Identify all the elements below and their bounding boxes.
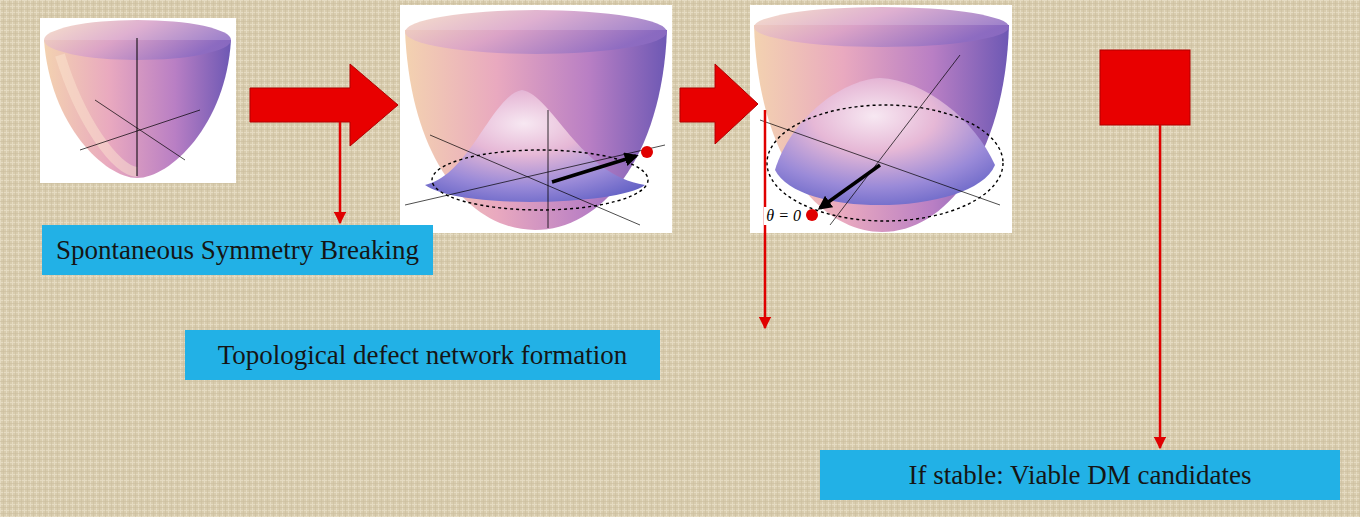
hat-surface xyxy=(405,30,667,230)
mexican-hat-figure xyxy=(400,5,672,233)
hat-hump xyxy=(425,90,645,202)
hat-inner xyxy=(754,7,1009,47)
angle-label: θ = 0 xyxy=(764,207,803,225)
axis-line xyxy=(830,55,960,225)
hat-surface xyxy=(754,25,1009,232)
box-label: If stable: Viable DM candidates xyxy=(909,460,1252,491)
bowl-highlight xyxy=(60,55,137,172)
figure-ground xyxy=(750,5,1012,233)
label-box: If stable: Viable DM candidates xyxy=(820,450,1340,500)
label-box: Spontaneous Symmetry Breaking xyxy=(42,225,433,275)
field-vector xyxy=(820,165,880,208)
hat-hump xyxy=(775,78,995,205)
vacuum-circle xyxy=(767,105,1003,221)
vacuum-point xyxy=(641,146,653,158)
axis-line xyxy=(760,120,1000,205)
axis-line xyxy=(405,145,665,205)
leader-arrow xyxy=(339,122,342,223)
label-box: Topological defect network formation xyxy=(185,330,660,380)
figure-ground xyxy=(400,5,672,233)
block-arrow xyxy=(250,64,398,146)
block-arrow-stub xyxy=(1100,50,1190,125)
axis-line xyxy=(430,135,640,225)
vacuum-circle xyxy=(432,150,648,210)
paraboloid-figure xyxy=(40,18,236,183)
block-arrow xyxy=(680,64,758,144)
hat-inner xyxy=(405,10,667,54)
mexican-hat-figure xyxy=(750,5,1012,233)
leader-arrow xyxy=(1159,125,1162,448)
axis-line xyxy=(137,38,138,176)
field-vector xyxy=(552,156,636,182)
box-label: Topological defect network formation xyxy=(218,340,628,371)
vacuum-point xyxy=(806,209,818,221)
box-label: Spontaneous Symmetry Breaking xyxy=(56,235,419,266)
axis-line xyxy=(95,100,185,160)
figure-ground xyxy=(40,18,236,183)
